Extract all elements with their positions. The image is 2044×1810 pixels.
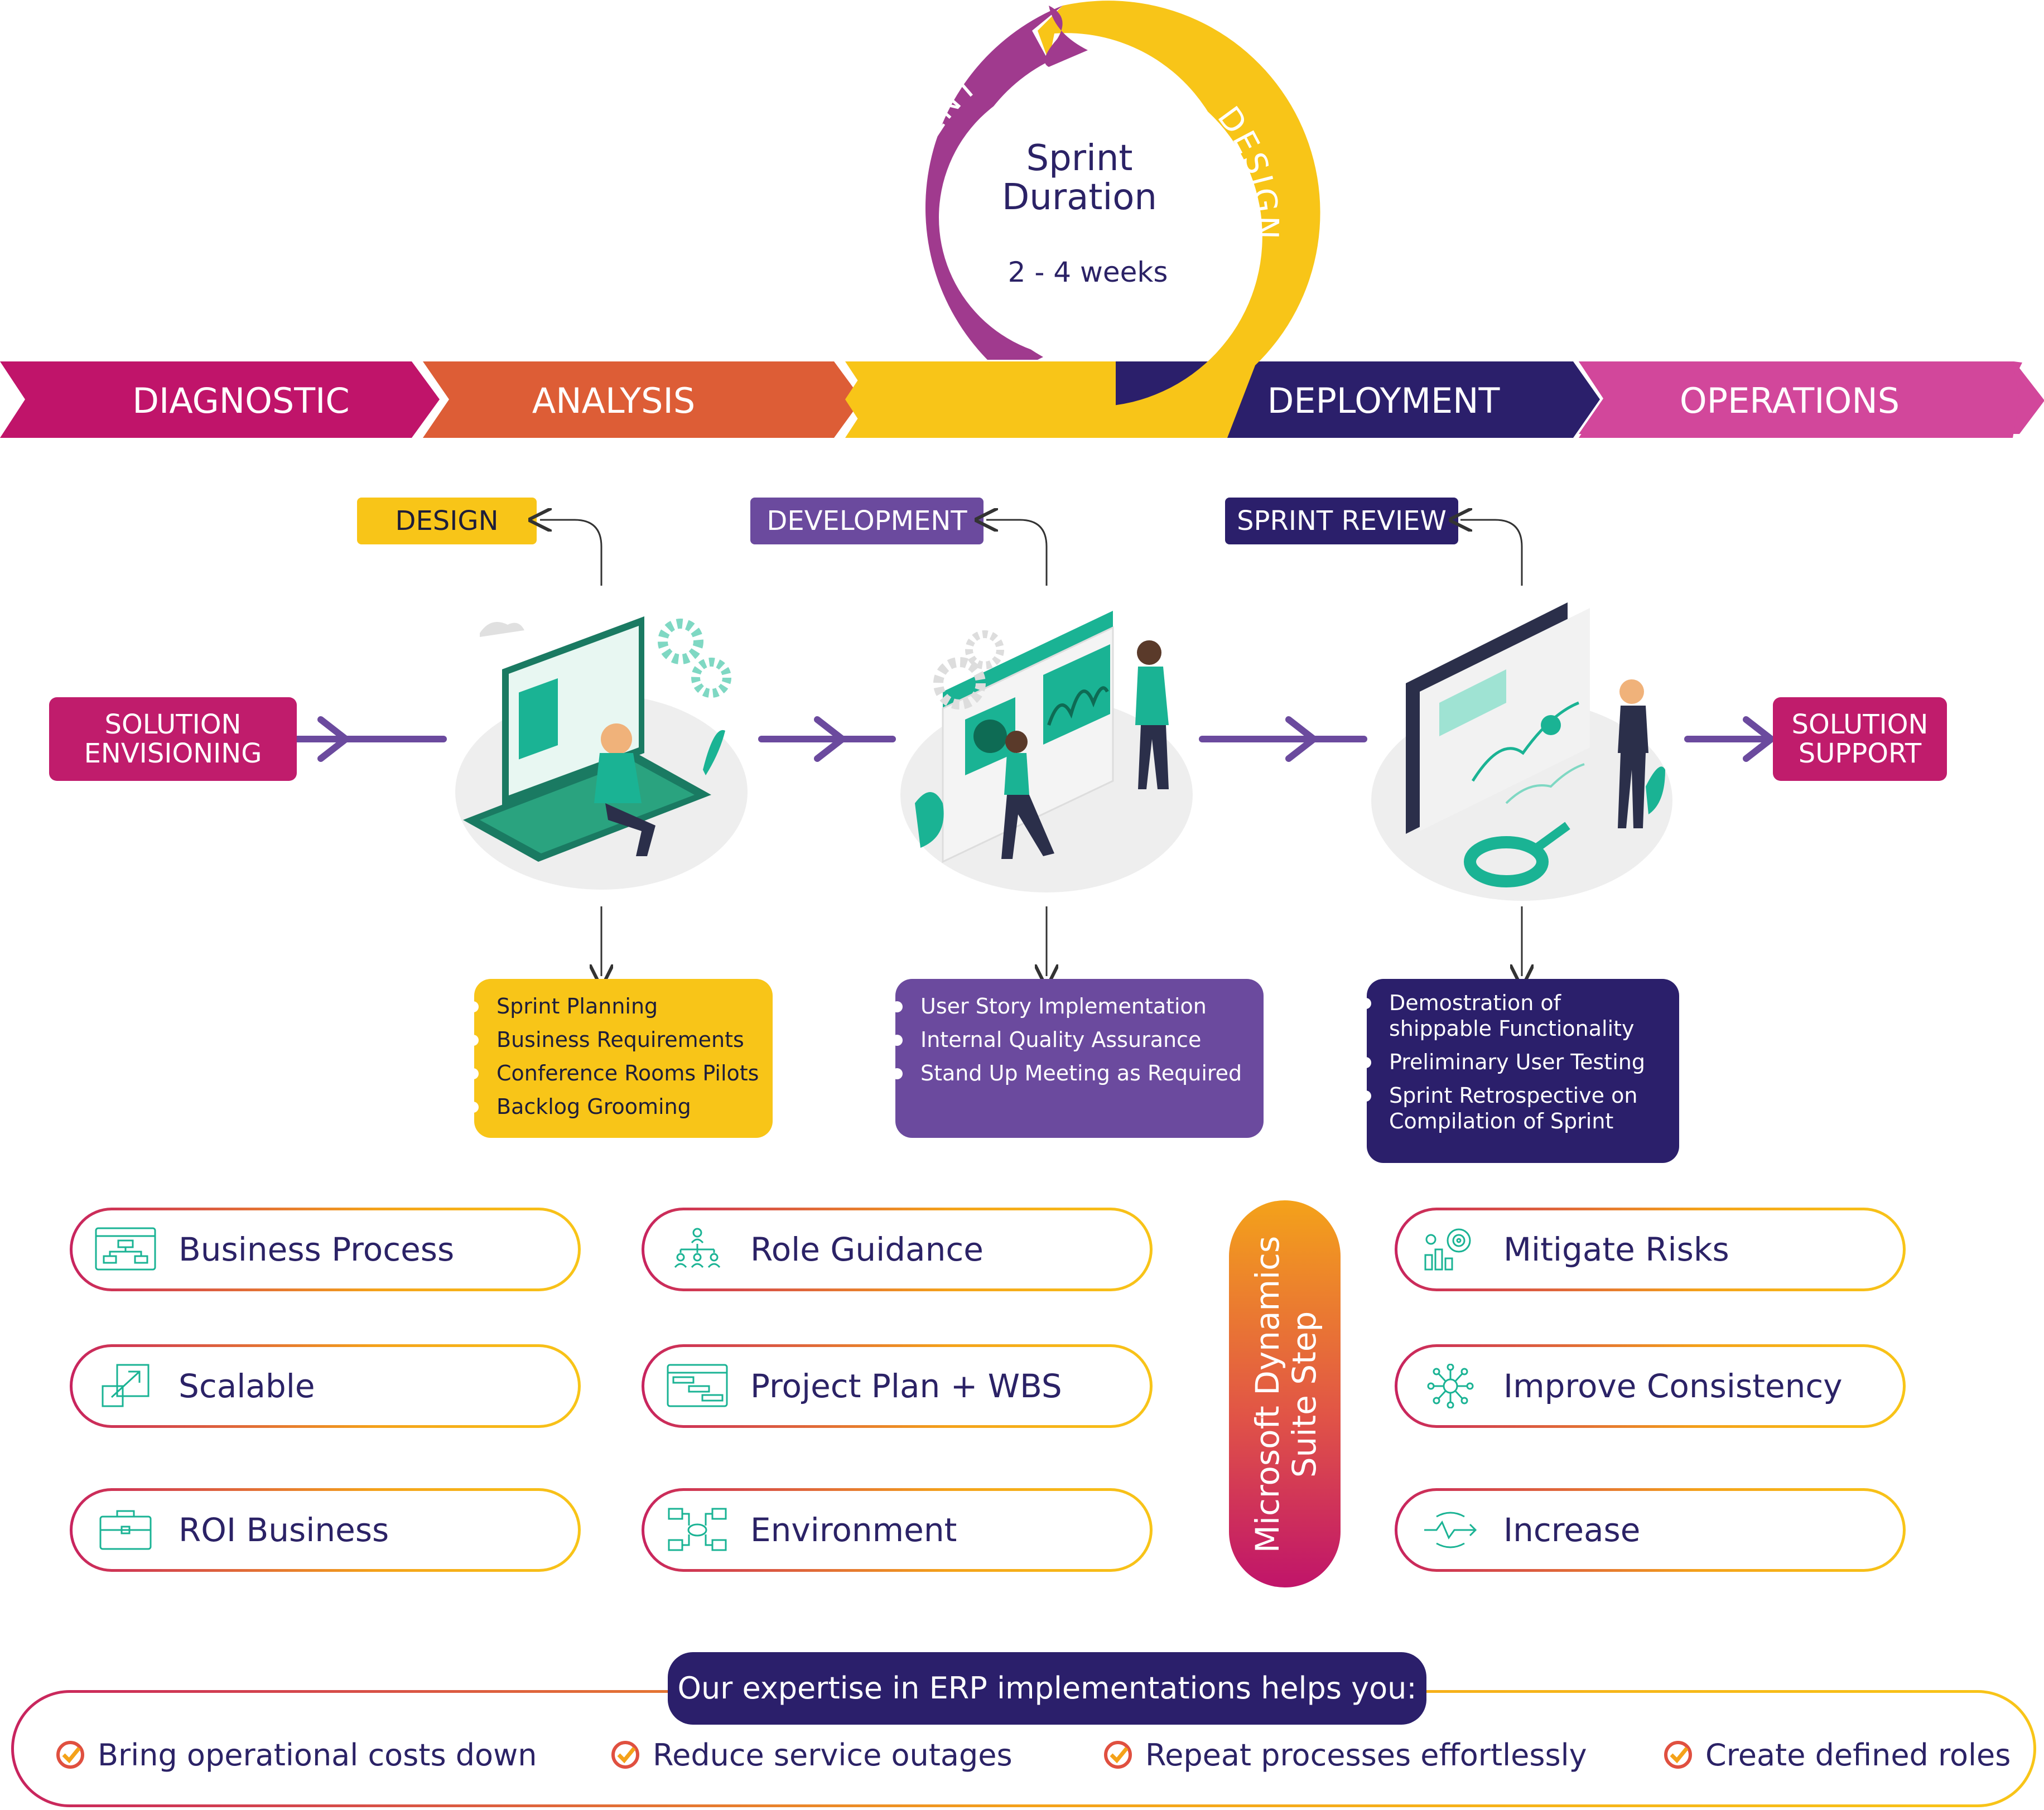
design-item: Conference Rooms Pilots	[467, 1060, 761, 1086]
design-item: Business Requirements	[467, 1027, 761, 1053]
vertical-pill-line2: Suite Step	[1285, 1311, 1323, 1478]
development-item: User Story Implementation	[891, 993, 1252, 1019]
ring-center-line2: Duration	[1002, 177, 1157, 218]
ring-center-line1: Sprint	[1026, 138, 1133, 179]
expertise-heading: Our expertise in ERP implementations hel…	[668, 1652, 1426, 1725]
feature-label: Improve Consistency	[1503, 1367, 1843, 1405]
phase-analysis-shape	[423, 361, 862, 438]
briefcase-icon	[99, 1510, 152, 1550]
expertise-heading-text: Our expertise in ERP implementations hel…	[677, 1671, 1417, 1706]
feature-label: Project Plan + WBS	[750, 1367, 1062, 1405]
feature-label: Mitigate Risks	[1503, 1230, 1729, 1268]
resize-arrow-icon	[102, 1364, 150, 1407]
tag-development: DEVELOPMENT	[750, 498, 984, 544]
phase-diagnostic-label: DIAGNOSTIC	[132, 380, 349, 421]
check-icon	[56, 1741, 84, 1769]
feature-label: Environment	[750, 1511, 957, 1549]
feature-increase: Increase	[1395, 1488, 1906, 1572]
phase-deployment-label: DEPLOYMENT	[1267, 380, 1501, 421]
cycle-arrows-icon	[1424, 1512, 1477, 1548]
design-item: Sprint Planning	[467, 993, 761, 1019]
phase-banner: DEVELOPMENT DESIGN Sprint Duration 2 - 4…	[0, 1, 2044, 438]
feature-environment: Environment	[642, 1488, 1153, 1572]
development-item: Internal Quality Assurance	[891, 1027, 1252, 1053]
gantt-chart-icon	[667, 1364, 728, 1407]
design-illustration	[455, 616, 748, 890]
feature-mitigate-risks: Mitigate Risks	[1395, 1208, 1906, 1291]
check-icon	[611, 1741, 639, 1769]
phase-analysis-label: ANALYSIS	[532, 380, 695, 421]
feature-label: Business Process	[179, 1230, 455, 1268]
review-item: Preliminary User Testing	[1360, 1049, 1668, 1075]
development-item: Stand Up Meeting as Required	[891, 1060, 1252, 1086]
feature-business-process: Business Process	[70, 1208, 581, 1291]
support-line1: SOLUTION	[1791, 709, 1929, 740]
feature-label: Increase	[1503, 1511, 1641, 1549]
review-item: Sprint Retrospective on Compilation of S…	[1360, 1083, 1668, 1134]
phase-diagnostic-shape	[0, 361, 440, 438]
feature-label: Role Guidance	[750, 1230, 984, 1268]
design-card: Sprint Planning Business Requirements Co…	[467, 979, 773, 1138]
development-card: User Story Implementation Internal Quali…	[891, 979, 1264, 1138]
feature-scalable: Scalable	[70, 1344, 581, 1428]
process-flow-icon	[95, 1227, 156, 1271]
phase-operations-label: OPERATIONS	[1680, 380, 1900, 421]
check-icon	[1104, 1741, 1132, 1769]
process-connectors	[292, 491, 1777, 993]
envisioning-line1: SOLUTION	[104, 709, 242, 740]
feature-label: Scalable	[179, 1367, 315, 1405]
target-chart-icon	[1424, 1228, 1471, 1271]
expertise-item: Bring operational costs down	[98, 1737, 537, 1773]
expertise-item: Repeat processes effortlessly	[1145, 1737, 1587, 1773]
envisioning-line2: ENVISIONING	[84, 738, 262, 769]
feature-roi-business: ROI Business	[70, 1488, 581, 1572]
ring-center-line3: 2 - 4 weeks	[1008, 256, 1168, 288]
feature-label: ROI Business	[179, 1511, 389, 1549]
development-illustration	[900, 611, 1193, 892]
vertical-pill-line1: Microsoft Dynamics	[1248, 1236, 1286, 1553]
review-item: Demostration of shippable Functionality	[1360, 990, 1668, 1041]
tag-sprint-review: SPRINT REVIEW	[1225, 498, 1458, 544]
hub-icon	[1427, 1364, 1474, 1408]
ring-design-arc	[845, 1, 1320, 438]
tag-design: DESIGN	[357, 498, 537, 544]
review-illustration	[1371, 602, 1672, 901]
feature-role-guidance: Role Guidance	[642, 1208, 1153, 1291]
support-line2: SUPPORT	[1798, 738, 1922, 769]
org-chart-icon	[674, 1228, 721, 1268]
expertise-item: Create defined roles	[1705, 1737, 2011, 1773]
microsoft-dynamics-pill: Microsoft Dynamics Suite Step	[1229, 1200, 1341, 1587]
check-icon	[1664, 1741, 1692, 1769]
feature-improve-consistency: Improve Consistency	[1395, 1344, 1906, 1428]
expertise-item: Reduce service outages	[653, 1737, 1013, 1773]
feature-project-plan: Project Plan + WBS	[642, 1344, 1153, 1428]
design-item: Backlog Grooming	[467, 1094, 761, 1119]
network-icon	[668, 1508, 727, 1551]
review-card: Demostration of shippable Functionality …	[1360, 979, 1679, 1163]
